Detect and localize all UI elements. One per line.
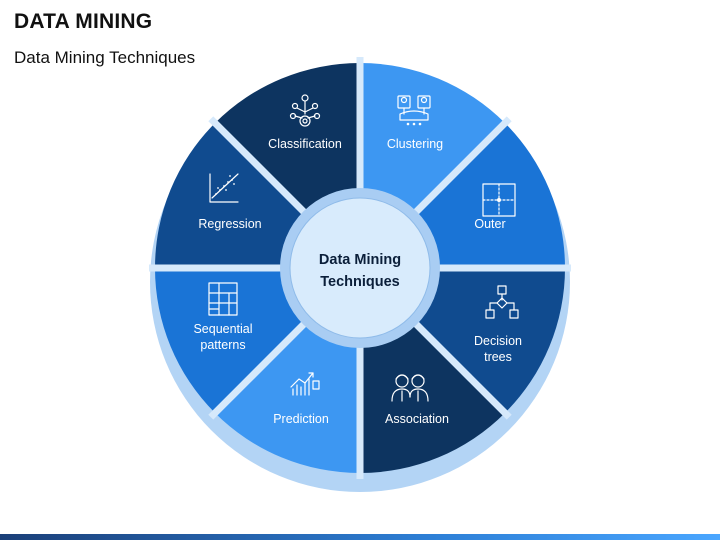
segment-sequential-patterns — [155, 268, 310, 413]
segment-label-decision-trees-line2: trees — [484, 350, 512, 364]
segment-label-clustering: Clustering — [387, 137, 443, 151]
growth-chart-icon — [290, 372, 320, 396]
scatter-regression-icon — [209, 173, 239, 203]
segment-label-sequential-patterns-line2: patterns — [200, 338, 245, 352]
center-label-line2: Techniques — [320, 274, 400, 290]
bottom-accent-bar — [0, 534, 720, 540]
grid-pattern-icon — [208, 282, 238, 316]
segment-divider — [208, 116, 312, 220]
segment-decision-trees — [410, 268, 565, 413]
segment-regression — [155, 123, 310, 268]
segment-label-association: Association — [385, 412, 449, 426]
segment-divider — [208, 316, 312, 420]
segment-classification — [215, 62, 360, 218]
center-circle — [289, 197, 431, 339]
center-label-line1: Data Mining — [319, 252, 401, 268]
segment-association — [360, 318, 505, 473]
segment-label-sequential-patterns-line1: Sequential — [193, 322, 252, 336]
page-title: DATA MINING — [14, 10, 153, 33]
segment-divider — [408, 116, 512, 220]
page-subtitle: Data Mining Techniques — [14, 48, 196, 67]
segment-clustering — [360, 63, 505, 218]
people-association-icon — [391, 374, 429, 402]
segment-prediction — [215, 318, 360, 473]
segment-label-regression: Regression — [198, 217, 261, 231]
crosshair-square-icon — [482, 183, 516, 217]
segment-label-outer: Outer — [474, 217, 505, 231]
segment-label-prediction: Prediction — [273, 412, 329, 426]
clustering-users-icon — [397, 95, 431, 126]
classification-tree-icon — [289, 94, 321, 127]
segment-label-decision-trees-line1: Decision — [474, 334, 522, 348]
segment-outer — [410, 123, 565, 268]
segment-label-classification: Classification — [268, 137, 342, 151]
flowchart-icon — [485, 285, 519, 319]
segment-divider — [408, 316, 512, 420]
